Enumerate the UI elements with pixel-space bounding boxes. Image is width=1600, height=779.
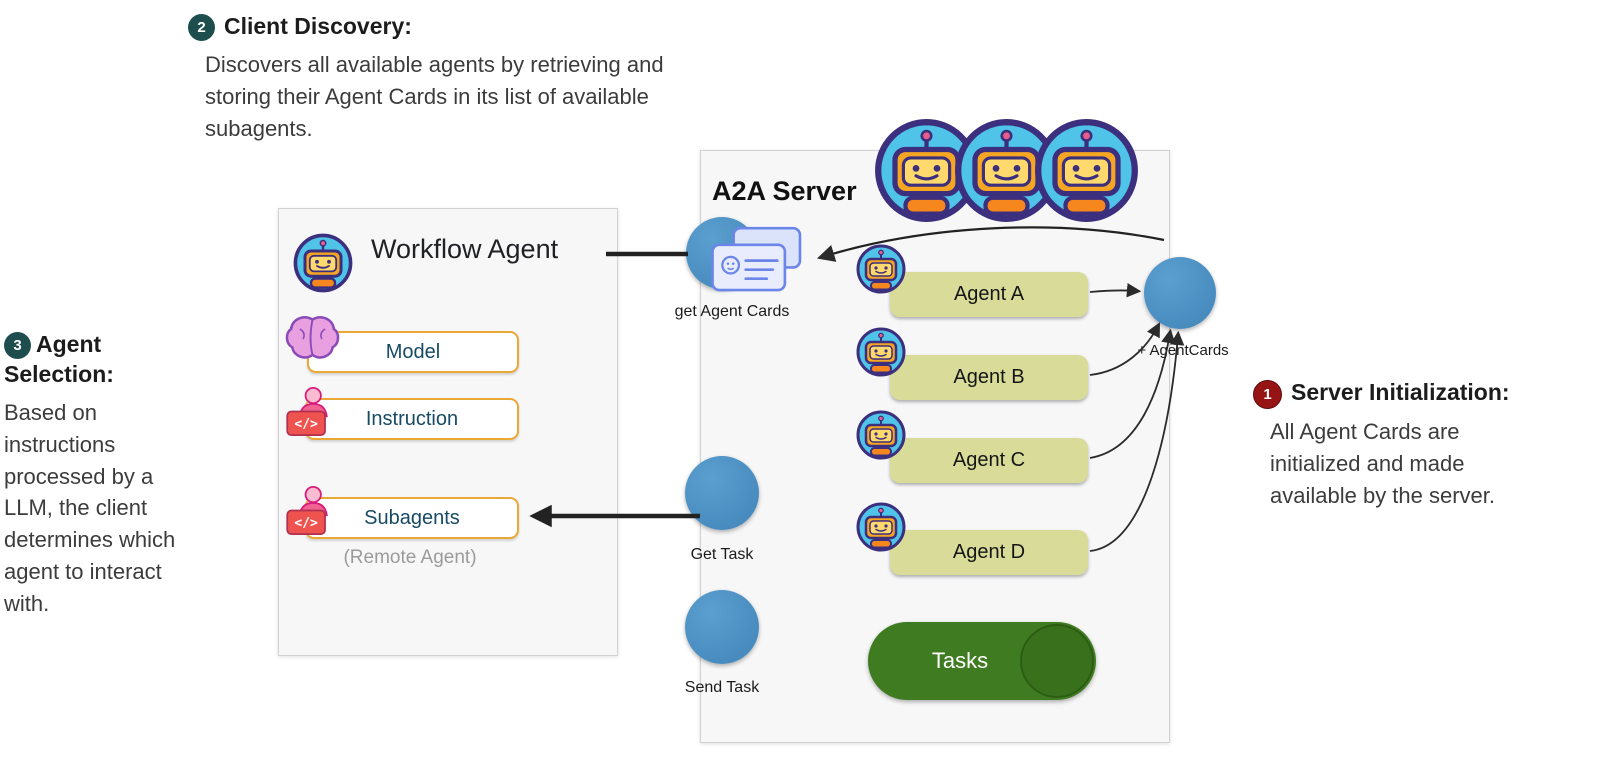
annotation-title: Server Initialization: xyxy=(1291,379,1510,405)
tasks-label: Tasks xyxy=(931,648,989,673)
robot-icon xyxy=(856,327,906,377)
subagents-box: Subagents xyxy=(305,497,519,539)
step-badge-3: 3 xyxy=(4,332,31,359)
step-badge-2: 2 xyxy=(188,14,215,41)
tasks-pill: Tasks xyxy=(868,622,1096,700)
agent-cards-icon xyxy=(708,225,806,297)
robot-icon xyxy=(1034,118,1139,223)
model-box: Model xyxy=(307,331,519,373)
agent-cards-label: + AgentCards xyxy=(1137,342,1229,359)
annotation-title: Client Discovery: xyxy=(224,13,412,39)
robot-icon xyxy=(856,244,906,294)
annotation-client-discovery: 2 Client Discovery: Discovers all availa… xyxy=(188,12,733,145)
robot-icon xyxy=(293,233,353,293)
agent-row-d: Agent D xyxy=(890,530,1088,575)
robot-icon xyxy=(856,502,906,552)
brain-icon xyxy=(281,307,344,370)
step-badge-1: 1 xyxy=(1253,380,1282,409)
instruction-box: Instruction xyxy=(305,398,519,440)
person-coding-icon xyxy=(279,481,338,540)
robot-icon xyxy=(856,410,906,460)
agent-row-c: Agent C xyxy=(890,438,1088,483)
agent-row-a: Agent A xyxy=(890,272,1088,317)
tasks-cap-circle xyxy=(1020,624,1094,698)
get-agent-cards-label: get Agent Cards xyxy=(674,303,790,320)
workflow-agent-title: Workflow Agent xyxy=(371,234,559,264)
annotation-title: Agent Selection: xyxy=(4,331,114,387)
remote-agent-note: (Remote Agent) xyxy=(343,547,477,568)
person-coding-icon xyxy=(279,382,338,441)
send-task-label: Send Task xyxy=(684,679,760,696)
get-task-label: Get Task xyxy=(690,546,754,563)
agent-cards-circle xyxy=(1144,257,1216,329)
annotation-body: Discovers all available agents by retrie… xyxy=(205,51,664,141)
agent-row-b: Agent B xyxy=(890,355,1088,400)
a2a-server-title: A2A Server xyxy=(712,176,857,206)
send-task-circle xyxy=(685,590,759,664)
get-task-circle xyxy=(685,456,759,530)
annotation-server-initialization: 1 Server Initialization: All Agent Cards… xyxy=(1253,378,1583,512)
annotation-body: All Agent Cards are initialized and made… xyxy=(1270,419,1496,508)
annotation-body: Based on instructions processed by a LLM… xyxy=(4,399,176,617)
